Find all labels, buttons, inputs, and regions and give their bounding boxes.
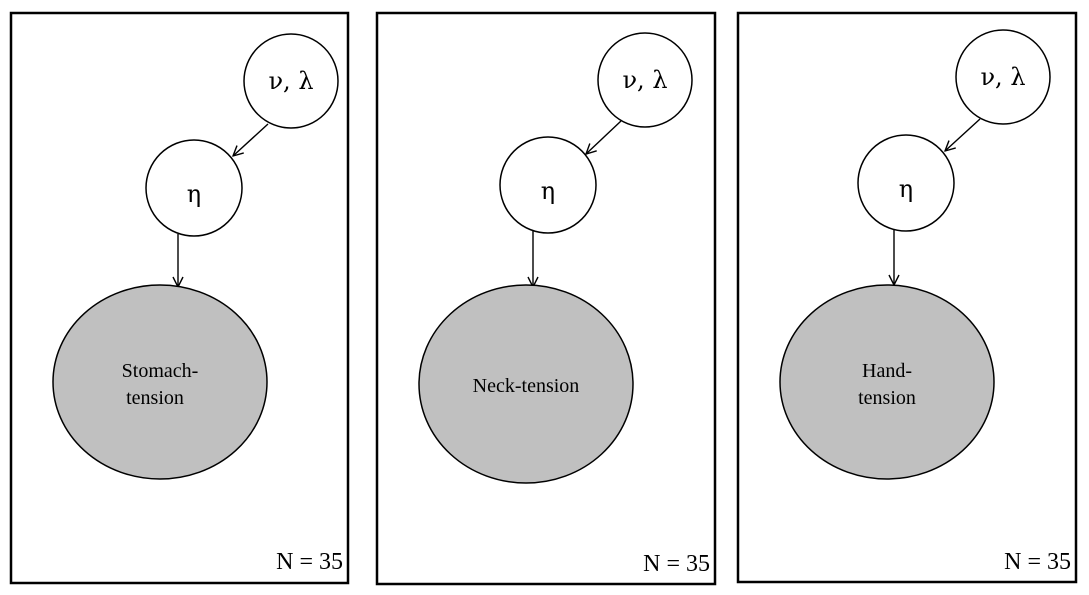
param-node-label: ν, λ bbox=[622, 66, 667, 94]
observed-node-hand-tension: Hand- tension bbox=[779, 284, 995, 480]
observed-node-stomach-tension: Stomach- tension bbox=[52, 284, 268, 480]
plate-count-label: N = 35 bbox=[1004, 549, 1071, 575]
observed-node-label-line-1: Hand- bbox=[862, 360, 912, 382]
param-node-label: ν, λ bbox=[268, 67, 313, 95]
latent-node-label: η bbox=[541, 177, 555, 205]
observed-node-neck-tension: Neck-tension bbox=[418, 284, 634, 484]
param-node-nu-lambda: ν, λ bbox=[243, 33, 339, 129]
plate-2: ν, λ η Neck-tension N = 35 bbox=[375, 11, 717, 586]
plate-3: ν, λ η Hand- tension N = 35 bbox=[736, 11, 1078, 584]
latent-node-label: η bbox=[187, 180, 201, 208]
plate-count-label: N = 35 bbox=[276, 549, 343, 575]
param-node-label: ν, λ bbox=[980, 63, 1025, 91]
observed-node-label-line-1: Neck-tension bbox=[473, 375, 580, 397]
plate-1: ν, λ η Stomach- tension N = 35 bbox=[9, 11, 350, 585]
plate-count-label: N = 35 bbox=[643, 551, 710, 577]
latent-node-eta: η bbox=[857, 134, 955, 232]
latent-node-label: η bbox=[899, 175, 913, 203]
edge-param-to-latent bbox=[586, 120, 622, 154]
param-node-nu-lambda: ν, λ bbox=[955, 29, 1051, 125]
observed-node-label-line-2: tension bbox=[858, 387, 916, 409]
observed-node-label-line-1: Stomach- bbox=[122, 360, 199, 382]
observed-node-label-line-2: tension bbox=[126, 387, 184, 409]
latent-node-eta: η bbox=[499, 136, 597, 234]
edge-param-to-latent bbox=[945, 118, 981, 151]
latent-node-eta: η bbox=[145, 139, 243, 237]
edge-param-to-latent bbox=[233, 123, 269, 156]
param-node-nu-lambda: ν, λ bbox=[597, 32, 693, 128]
